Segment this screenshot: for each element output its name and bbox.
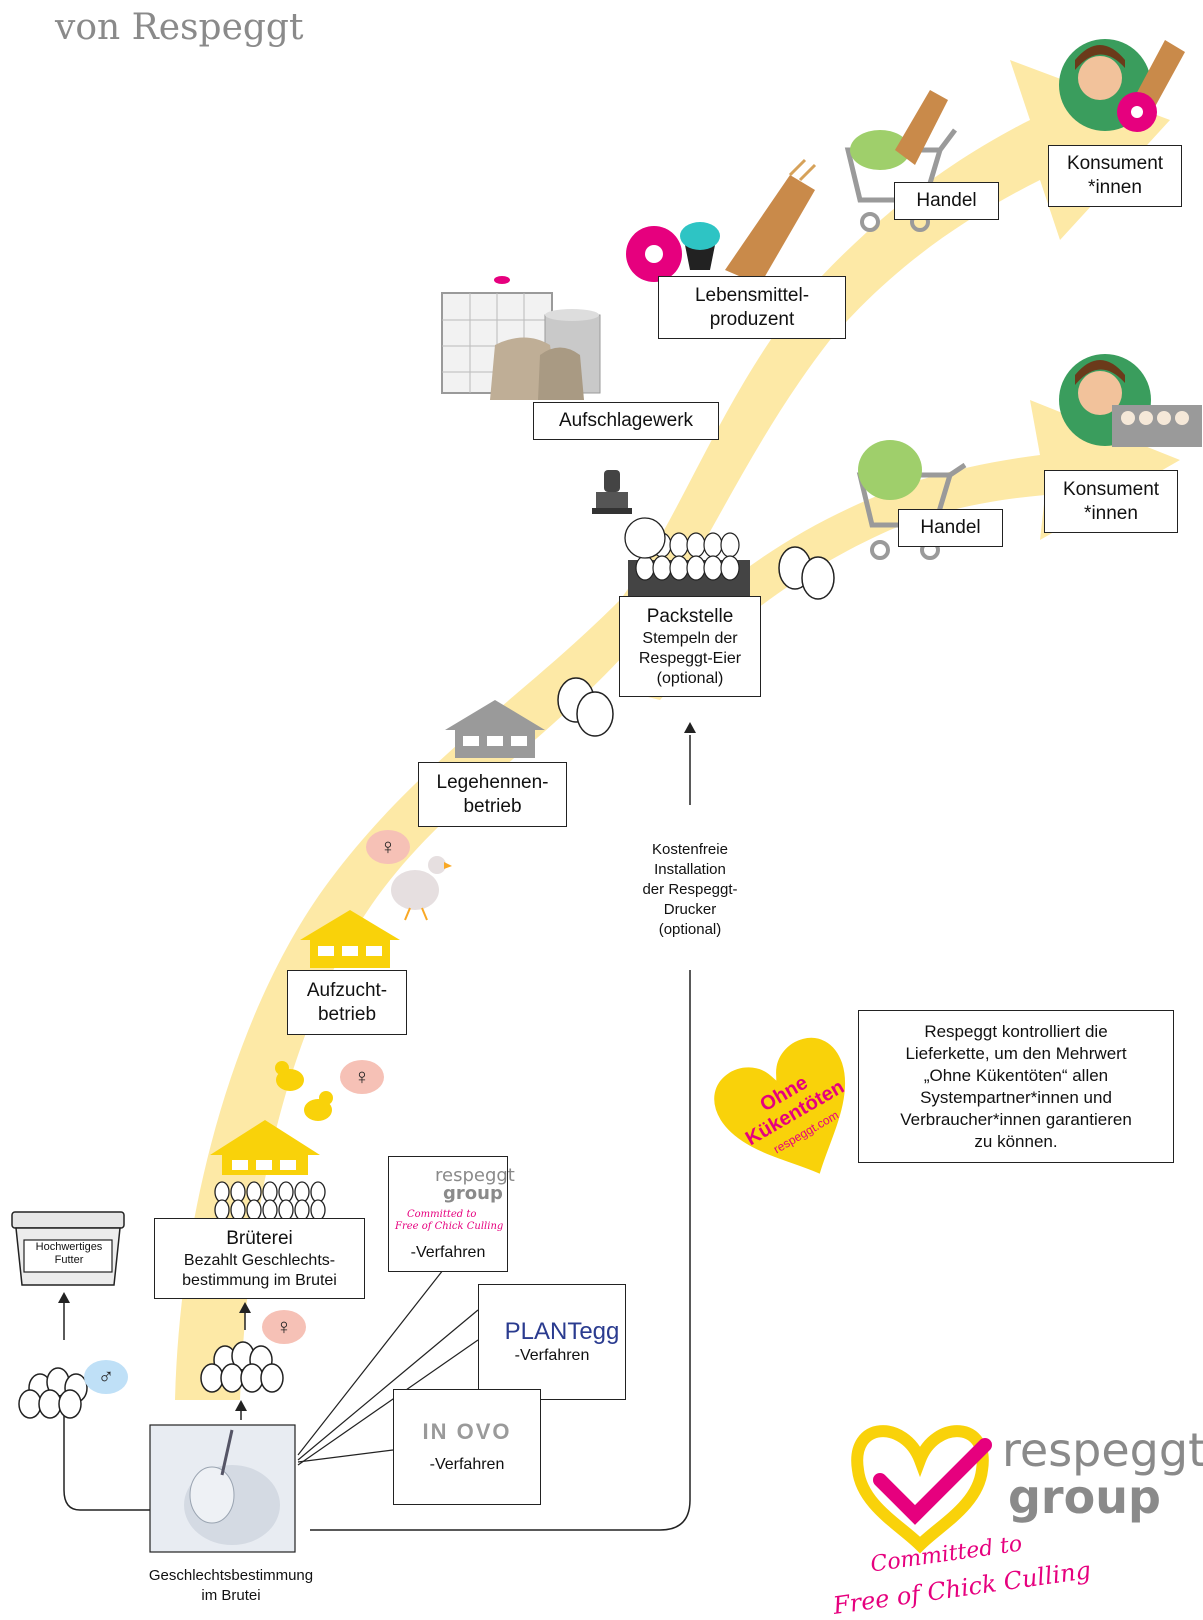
stage-packstelle: Packstelle Stempeln der Respeggt-Eier (o…	[619, 596, 761, 697]
feed-container-icon	[11, 1211, 125, 1286]
female-bubble-chicks: ♀	[340, 1060, 384, 1094]
method-inovo: IN OVO -Verfahren	[393, 1389, 541, 1505]
arrow-head-feed	[58, 1292, 70, 1303]
hen-icon	[391, 856, 452, 921]
stage-handel-top: Handel	[894, 182, 999, 220]
consumer-bottom-icon	[1059, 354, 1202, 447]
stamp-icon	[592, 470, 632, 514]
stage-lebensmittelproduzent: Lebensmittel- produzent	[658, 276, 846, 339]
footer-logo-text-line1: respeggt	[1002, 1423, 1203, 1477]
female-eggs-icon	[200, 1341, 284, 1393]
eggs-pair-icon	[557, 677, 614, 737]
stage-legehennenbetrieb: Legehennen- betrieb	[418, 762, 567, 827]
male-bubble: ♂	[84, 1360, 128, 1394]
consumer-top-icon	[1059, 39, 1185, 132]
feed-label: Hochwertiges Futter	[35, 1241, 103, 1266]
male-eggs-icon	[18, 1367, 88, 1419]
method-plantegg: PLANTegg -Verfahren	[478, 1284, 626, 1400]
egg-tray-icon	[624, 517, 750, 596]
page-title: von Respeggt	[55, 7, 304, 48]
stamped-eggs-icon	[778, 546, 835, 600]
plantegg-logo-text: PLANTegg	[504, 1318, 620, 1345]
food-products-icon	[626, 158, 817, 285]
arrow-head-brueterei	[239, 1302, 251, 1313]
arrow-head-installation	[684, 722, 696, 733]
stage-aufzuchtbetrieb: Aufzucht- betrieb	[287, 970, 407, 1035]
footer-logo-text-line2: group	[1008, 1470, 1161, 1524]
stage-aufschlagewerk: Aufschlagewerk	[533, 402, 719, 440]
control-note: Respeggt kontrolliert die Lieferkette, u…	[858, 1010, 1174, 1163]
flow-band-branch	[620, 400, 1180, 700]
stage-konsument-bottom: Konsument *innen	[1044, 470, 1178, 533]
female-bubble-hatchery: ♀	[262, 1310, 306, 1344]
egg-sexing-image	[149, 1424, 296, 1553]
female-bubble-hen: ♀	[366, 830, 410, 864]
sexing-label: Geschlechtsbestimmung im Brutei	[148, 1567, 314, 1604]
seal-heart-icon	[708, 1031, 852, 1183]
stage-brueterei: Brüterei Bezahlt Geschlechts- bestimmung…	[154, 1218, 365, 1299]
method-respeggt: respeggt group Committed to Free of Chic…	[388, 1156, 515, 1272]
rearing-barn-icon	[300, 910, 400, 968]
laying-hen-barn-icon	[445, 700, 545, 758]
shopping-cart-bottom-icon	[856, 440, 967, 560]
line-sexing-to-feed	[63, 1400, 150, 1511]
chick-icons	[275, 1061, 333, 1121]
inovo-logo-text: IN OVO	[422, 1419, 512, 1444]
arrow-head-eggs	[235, 1400, 247, 1411]
line-sexing-to-installation	[310, 970, 691, 1531]
installation-note: Kostenfreie Installation der Respeggt- D…	[642, 841, 738, 938]
footer-logo-heart-icon	[851, 1425, 992, 1554]
stage-handel-bottom: Handel	[898, 509, 1003, 547]
respeggt-method-logo-text: respeggt	[435, 1165, 515, 1186]
stage-konsument-top: Konsument *innen	[1048, 145, 1182, 207]
breaking-plant-tank-icon	[441, 276, 601, 400]
